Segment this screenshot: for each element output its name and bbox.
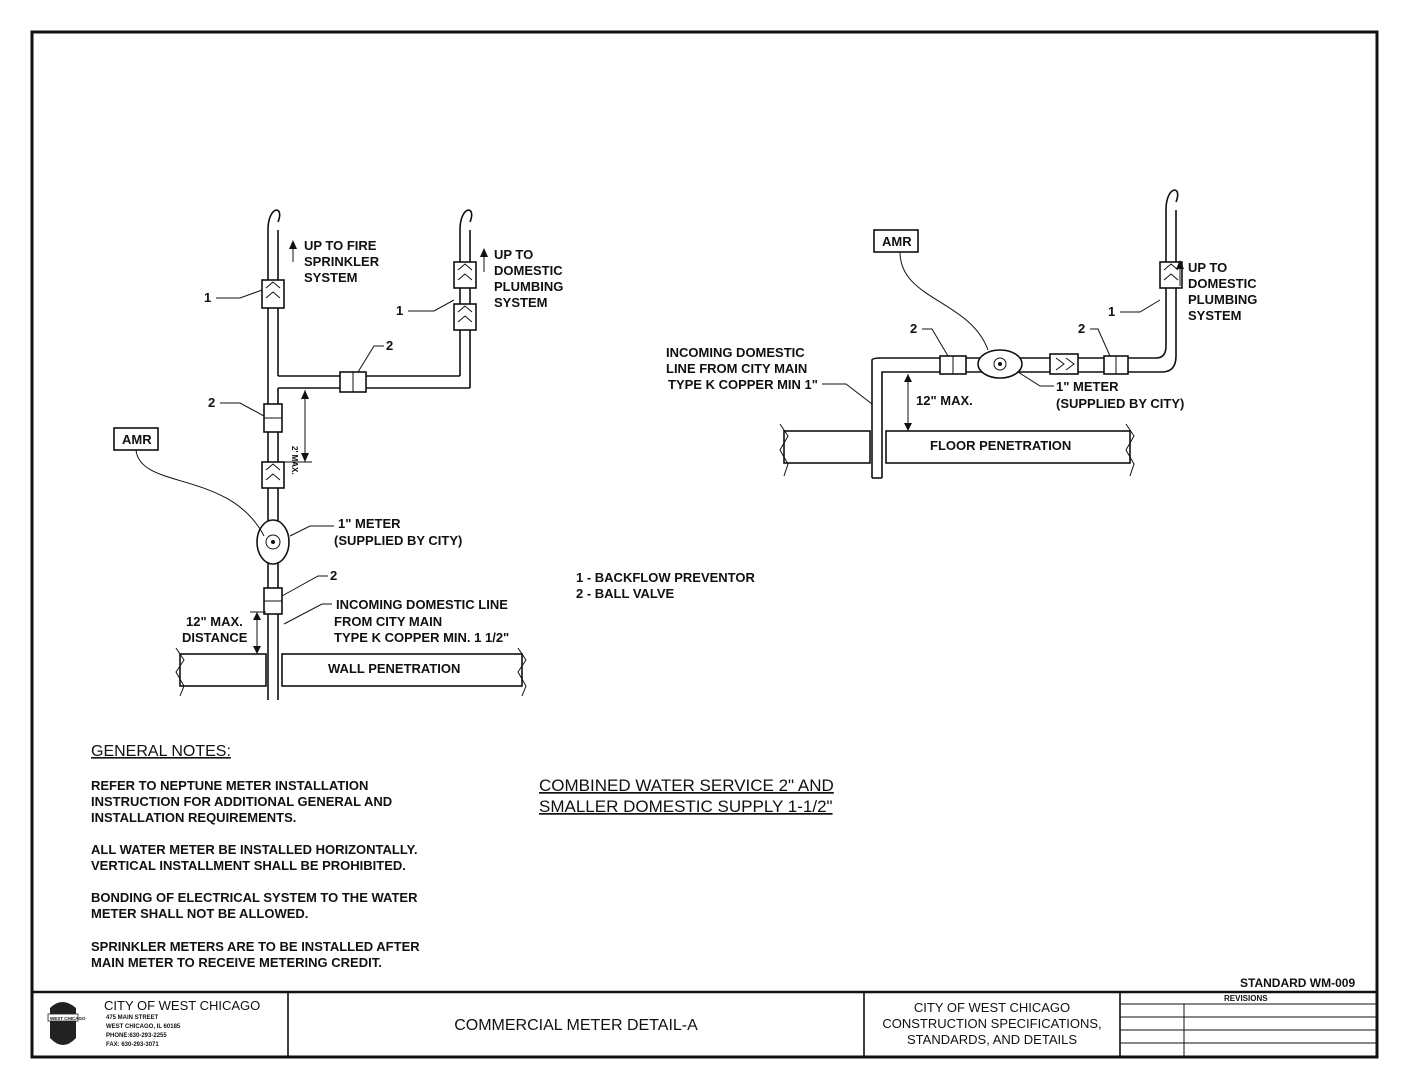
incoming-right-line-3: TYPE K COPPER MIN 1" <box>668 377 818 392</box>
note-line-6: BONDING OF ELECTRICAL SYSTEM TO THE WATE… <box>91 890 418 905</box>
callout-2-branch: 2 <box>386 338 393 353</box>
callout-2-right-b: 2 <box>1078 321 1085 336</box>
spec-line-2: CONSTRUCTION SPECIFICATIONS, <box>882 1016 1101 1031</box>
note-line-9: MAIN METER TO RECEIVE METERING CREDIT. <box>91 955 382 970</box>
callout-2-upper: 2 <box>208 395 215 410</box>
wall-penetration-label: WALL PENETRATION <box>328 661 460 676</box>
incoming-left-line-1: INCOMING DOMESTIC LINE <box>336 597 508 612</box>
amr-label-right: AMR <box>882 234 912 249</box>
callout-1-fire: 1 <box>204 290 211 305</box>
ball-valve-right-left <box>939 355 967 375</box>
title-block: WEST CHICAGO CITY OF WEST CHICAGO 475 MA… <box>30 990 1379 1059</box>
note-line-8: SPRINKLER METERS ARE TO BE INSTALLED AFT… <box>91 939 420 954</box>
floor-penetration: FLOOR PENETRATION <box>779 423 1135 477</box>
up-domestic-right-line-1: UP TO <box>1188 260 1227 275</box>
callout-1-right: 1 <box>1108 304 1115 319</box>
max-distance-line-2: DISTANCE <box>182 630 248 645</box>
amr-box-right: AMR <box>873 229 989 351</box>
org-name: CITY OF WEST CHICAGO <box>104 998 260 1013</box>
up-domestic-line-1: UP TO <box>494 247 533 262</box>
meter-left-line-2: (SUPPLIED BY CITY) <box>334 533 462 548</box>
note-line-7: METER SHALL NOT BE ALLOWED. <box>91 906 308 921</box>
spec-line-1: CITY OF WEST CHICAGO <box>914 1000 1070 1015</box>
right-diagram: FLOOR PENETRATION 12" MAX. <box>666 189 1257 479</box>
up-fire-line-2: SPRINKLER <box>304 254 380 269</box>
arrow-up-domestic <box>480 248 488 272</box>
address-line-3: PHONE:630-293-2255 <box>106 1033 167 1039</box>
backflow-preventor-middle <box>261 461 285 489</box>
arrow-up-domestic-right <box>1176 260 1184 286</box>
ball-valve-right-right <box>1103 355 1129 375</box>
incoming-right-line-2: LINE FROM CITY MAIN <box>666 361 807 376</box>
drawing-title: COMBINED WATER SERVICE 2" AND SMALLER DO… <box>539 776 834 816</box>
drawing-title-line-2: SMALLER DOMESTIC SUPPLY 1-1/2" <box>539 797 833 816</box>
max-right-label: 12" MAX. <box>916 393 973 408</box>
backflow-preventor-domestic <box>453 261 477 331</box>
sheet-title: COMMERCIAL METER DETAIL-A <box>454 1017 698 1034</box>
revisions-table: REVISIONS <box>1120 994 1377 1057</box>
address-line-4: FAX: 630-293-3071 <box>106 1042 159 1048</box>
up-domestic-line-2: DOMESTIC <box>494 263 563 278</box>
drawing-title-line-1: COMBINED WATER SERVICE 2" AND <box>539 776 834 795</box>
incoming-left-line-3: TYPE K COPPER MIN. 1 1/2" <box>334 630 509 645</box>
up-domestic-right-line-4: SYSTEM <box>1188 308 1241 323</box>
ball-valve-branch <box>339 371 367 393</box>
amr-box-left: AMR <box>113 427 265 537</box>
ball-valve-upper <box>263 403 283 433</box>
callout-1-domestic: 1 <box>396 303 403 318</box>
meter-left-line-1: 1" METER <box>338 516 401 531</box>
meter-right-line-2: (SUPPLIED BY CITY) <box>1056 396 1184 411</box>
backflow-preventor-fire <box>261 279 285 309</box>
up-domestic-right-line-2: DOMESTIC <box>1188 276 1257 291</box>
city-seal-icon: WEST CHICAGO <box>47 1002 86 1045</box>
note-line-5: VERTICAL INSTALLMENT SHALL BE PROHIBITED… <box>91 858 406 873</box>
max-distance-line-1: 12" MAX. <box>186 614 243 629</box>
legend: 1 - BACKFLOW PREVENTOR 2 - BALL VALVE <box>576 570 755 601</box>
callout-2-lower: 2 <box>330 568 337 583</box>
note-line-3: INSTALLATION REQUIREMENTS. <box>91 810 296 825</box>
city-seal-text: WEST CHICAGO <box>50 1016 86 1021</box>
note-line-4: ALL WATER METER BE INSTALLED HORIZONTALL… <box>91 842 417 857</box>
meter-right-line-1: 1" METER <box>1056 379 1119 394</box>
up-domestic-line-4: SYSTEM <box>494 295 547 310</box>
up-domestic-line-3: PLUMBING <box>494 279 563 294</box>
incoming-left-line-2: FROM CITY MAIN <box>334 614 442 629</box>
address-line-2: WEST CHICAGO, IL 60185 <box>106 1024 181 1030</box>
amr-label-left: AMR <box>122 432 152 447</box>
floor-penetration-label: FLOOR PENETRATION <box>930 438 1071 453</box>
dimension-2ft: 2' MAX. <box>284 390 312 475</box>
legend-item-2: 2 - BALL VALVE <box>576 586 675 601</box>
note-line-1: REFER TO NEPTUNE METER INSTALLATION <box>91 778 368 793</box>
backflow-preventor-right <box>1049 353 1079 375</box>
dimension-12in: 12" MAX. DISTANCE <box>182 611 266 654</box>
ball-valve-lower <box>263 587 283 615</box>
wall-penetration: WALL PENETRATION <box>175 647 527 697</box>
note-line-2: INSTRUCTION FOR ADDITIONAL GENERAL AND <box>91 794 392 809</box>
meter-right <box>977 349 1023 379</box>
up-fire-line-3: SYSTEM <box>304 270 357 285</box>
up-domestic-right-line-3: PLUMBING <box>1188 292 1257 307</box>
incoming-right-line-1: INCOMING DOMESTIC <box>666 345 805 360</box>
address-line-1: 475 MAIN STREET <box>106 1015 159 1021</box>
meter-left <box>256 519 290 565</box>
general-notes: GENERAL NOTES: REFER TO NEPTUNE METER IN… <box>91 743 420 970</box>
standard-number: STANDARD WM-009 <box>1240 976 1355 990</box>
up-fire-line-1: UP TO FIRE <box>304 238 377 253</box>
spec-line-3: STANDARDS, AND DETAILS <box>907 1032 1077 1047</box>
dimension-12in-right: 12" MAX. <box>904 374 973 431</box>
legend-item-1: 1 - BACKFLOW PREVENTOR <box>576 570 755 585</box>
arrow-up-fire <box>289 240 297 262</box>
left-diagram: 2' MAX. WALL PENETRATION 12" MAX. DISTAN… <box>113 209 563 700</box>
revisions-header: REVISIONS <box>1224 994 1268 1003</box>
general-notes-heading: GENERAL NOTES: <box>91 743 231 760</box>
left-branch-pipe <box>278 209 473 389</box>
callout-2-right-a: 2 <box>910 321 917 336</box>
dim-2ft-label: 2' MAX. <box>290 446 299 475</box>
